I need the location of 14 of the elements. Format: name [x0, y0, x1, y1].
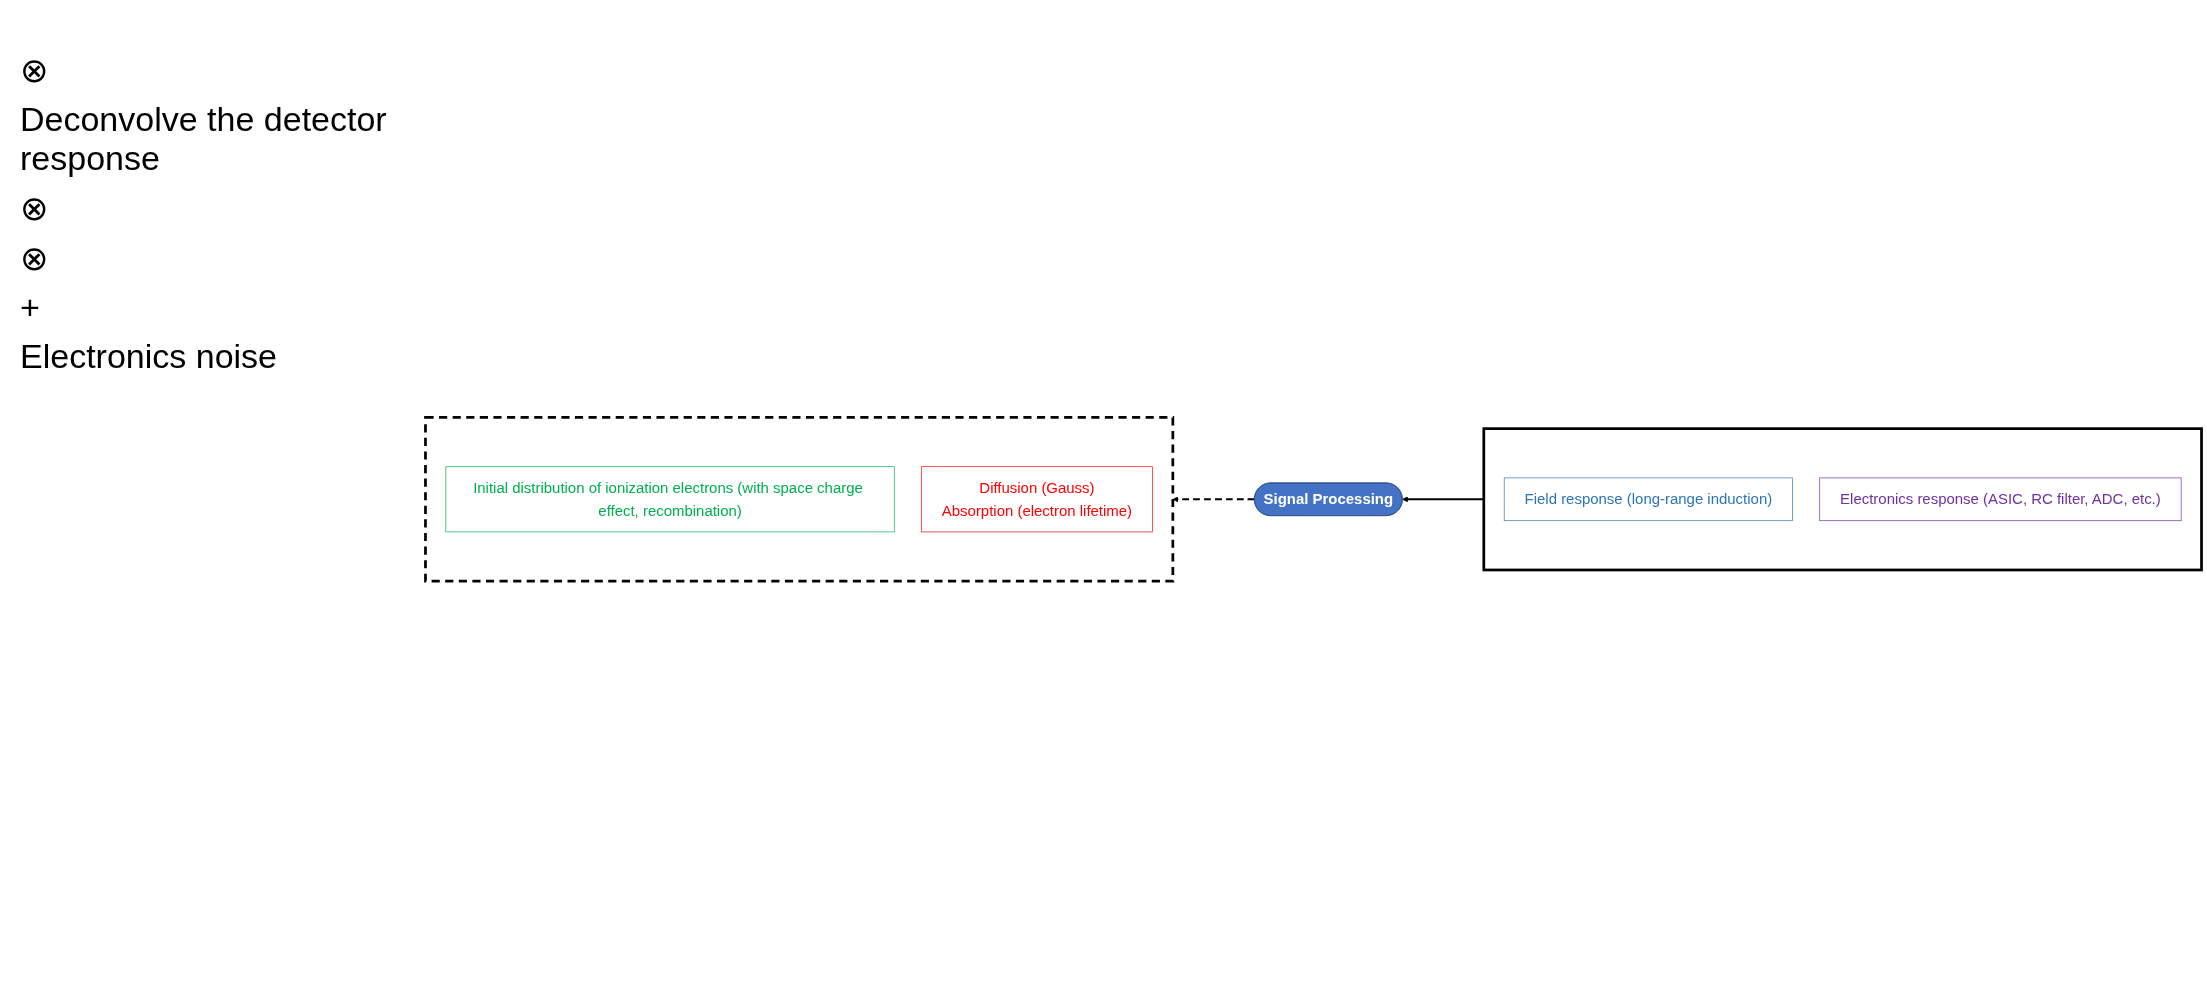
note-text: Electronics noise — [20, 337, 278, 376]
node-box: Field response (long-range induction) — [1503, 477, 1793, 521]
note-text: + — [20, 288, 41, 327]
note-text: ⊗ — [20, 50, 49, 90]
arrow — [1402, 496, 1484, 502]
cluster — [424, 415, 1175, 583]
note-text: Deconvolve the detector response — [20, 100, 388, 178]
arrow — [1172, 496, 1255, 502]
node-box: Initial distribution of ionization electrons (with space charge effect, recombination) — [445, 466, 895, 532]
note-text: ⊗ — [20, 188, 49, 228]
cluster — [1482, 426, 2203, 571]
node-box: Diffusion (Gauss) Absorption (electron lifetime) — [921, 466, 1153, 532]
node-box: Electronics response (ASIC, RC filter, ADC, etc.) — [1819, 477, 2182, 521]
note-text: ⊗ — [20, 238, 49, 278]
